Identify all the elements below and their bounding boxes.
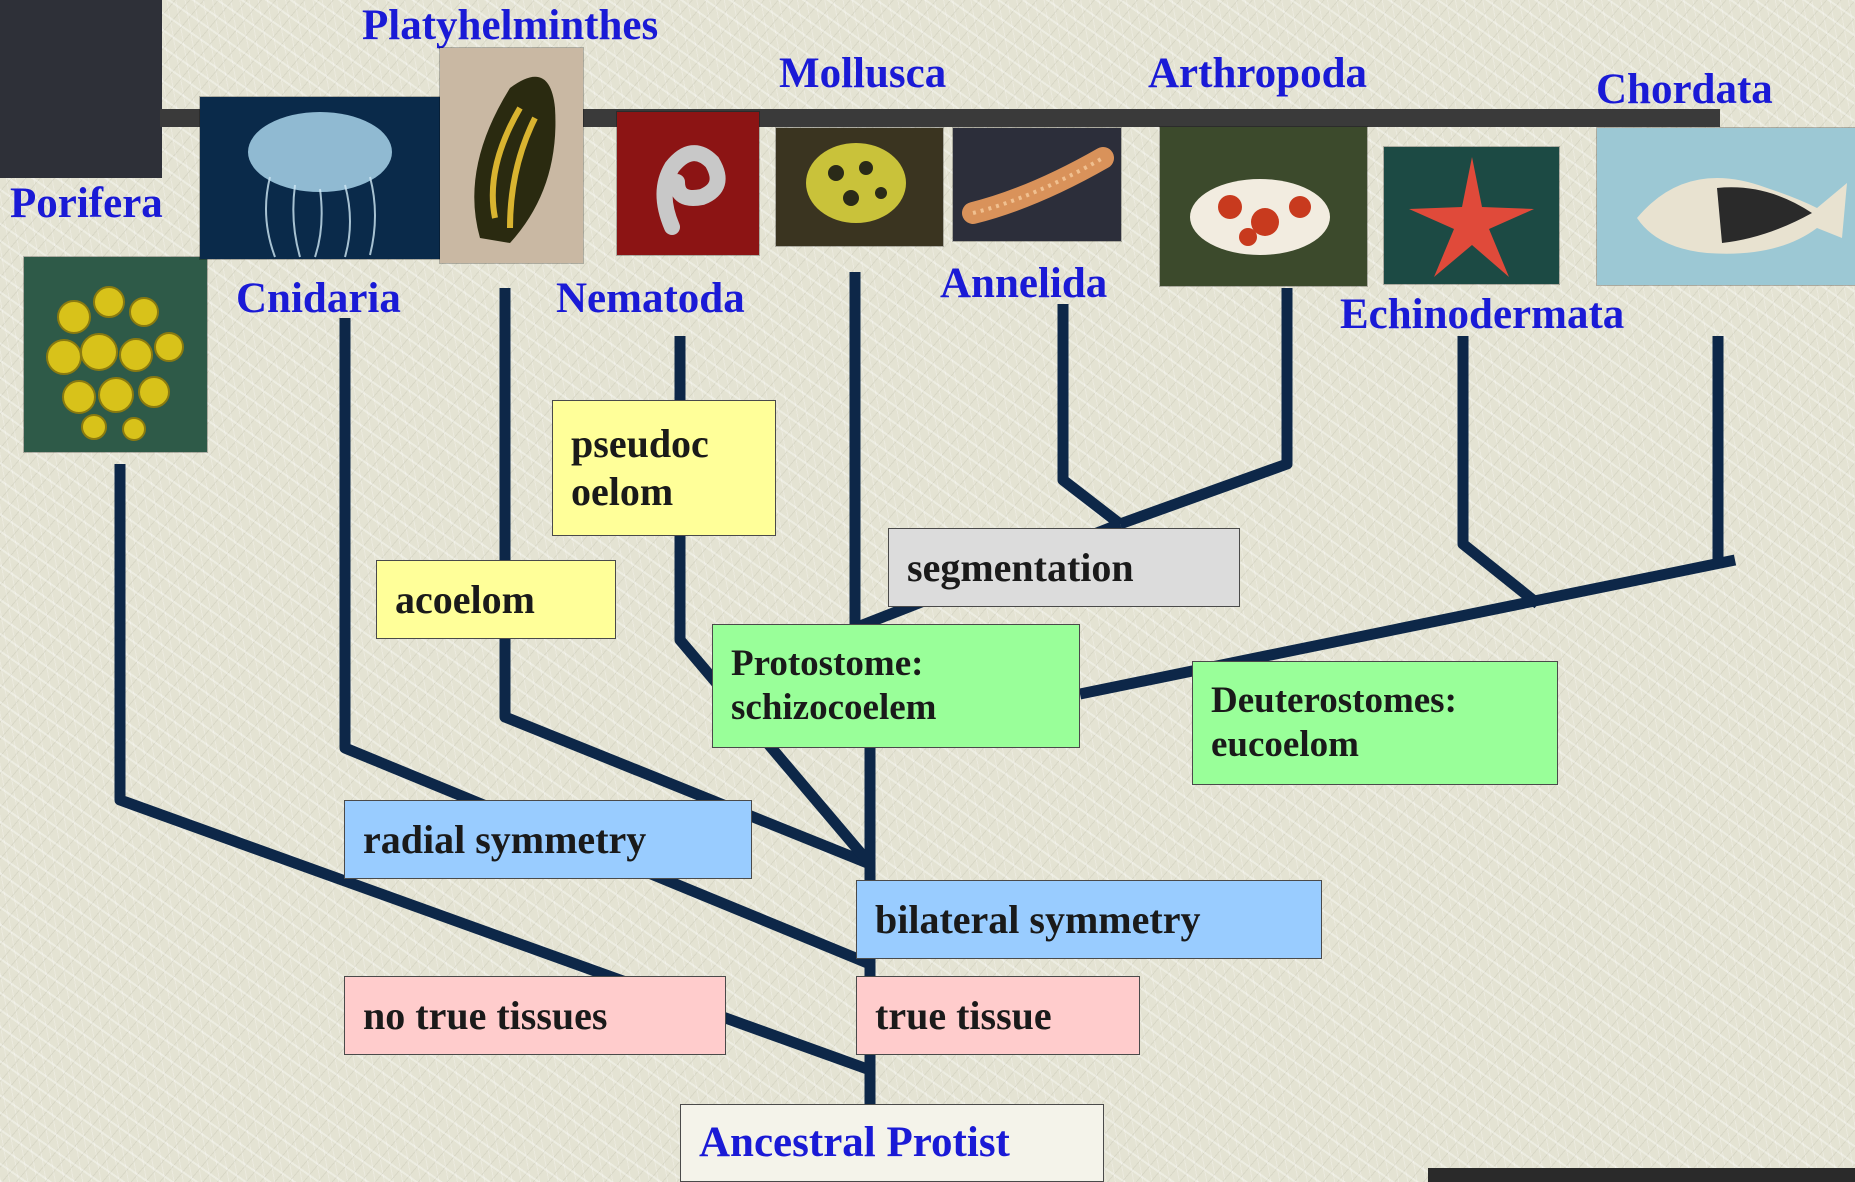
label-chordata: Chordata <box>1596 68 1773 111</box>
label-arthropoda: Arthropoda <box>1148 52 1367 95</box>
trait-protostome: Protostome: schizocoelem <box>712 624 1080 748</box>
trait-no-true-tissues: no true tissues <box>344 976 726 1055</box>
branch-arthropoda <box>1120 288 1287 524</box>
trait-segmentation: segmentation <box>888 528 1240 607</box>
trait-bilateral-symmetry: bilateral symmetry <box>856 880 1322 959</box>
trait-deuterostome: Deuterostomes: eucoelom <box>1192 661 1558 785</box>
trait-pseudocoelom: pseudoc oelom <box>552 400 776 536</box>
sponge-photo <box>24 257 207 452</box>
roundworm-photo <box>617 112 759 255</box>
label-annelida: Annelida <box>940 262 1107 305</box>
trait-radial-symmetry: radial symmetry <box>344 800 752 879</box>
trait-true-tissue: true tissue <box>856 976 1140 1055</box>
starfish-photo <box>1384 147 1559 284</box>
label-porifera: Porifera <box>10 182 163 225</box>
root-ancestral-protist: Ancestral Protist <box>680 1104 1104 1182</box>
bristleworm-photo <box>953 128 1121 241</box>
octopus-photo <box>776 128 943 246</box>
shrimp-photo <box>1160 127 1367 286</box>
label-echinodermata: Echinodermata <box>1340 293 1624 336</box>
label-mollusca: Mollusca <box>779 52 946 95</box>
label-nematoda: Nematoda <box>556 277 745 320</box>
flatworm-photo <box>440 48 583 263</box>
jellyfish-photo <box>200 97 440 259</box>
label-cnidaria: Cnidaria <box>236 277 401 320</box>
branch-echinodermata <box>1463 336 1538 604</box>
trait-acoelom: acoelom <box>376 560 616 639</box>
branch-annelida <box>1063 304 1120 524</box>
label-platyhelminthes: Platyhelminthes <box>362 4 658 47</box>
triggerfish-photo <box>1597 128 1855 285</box>
